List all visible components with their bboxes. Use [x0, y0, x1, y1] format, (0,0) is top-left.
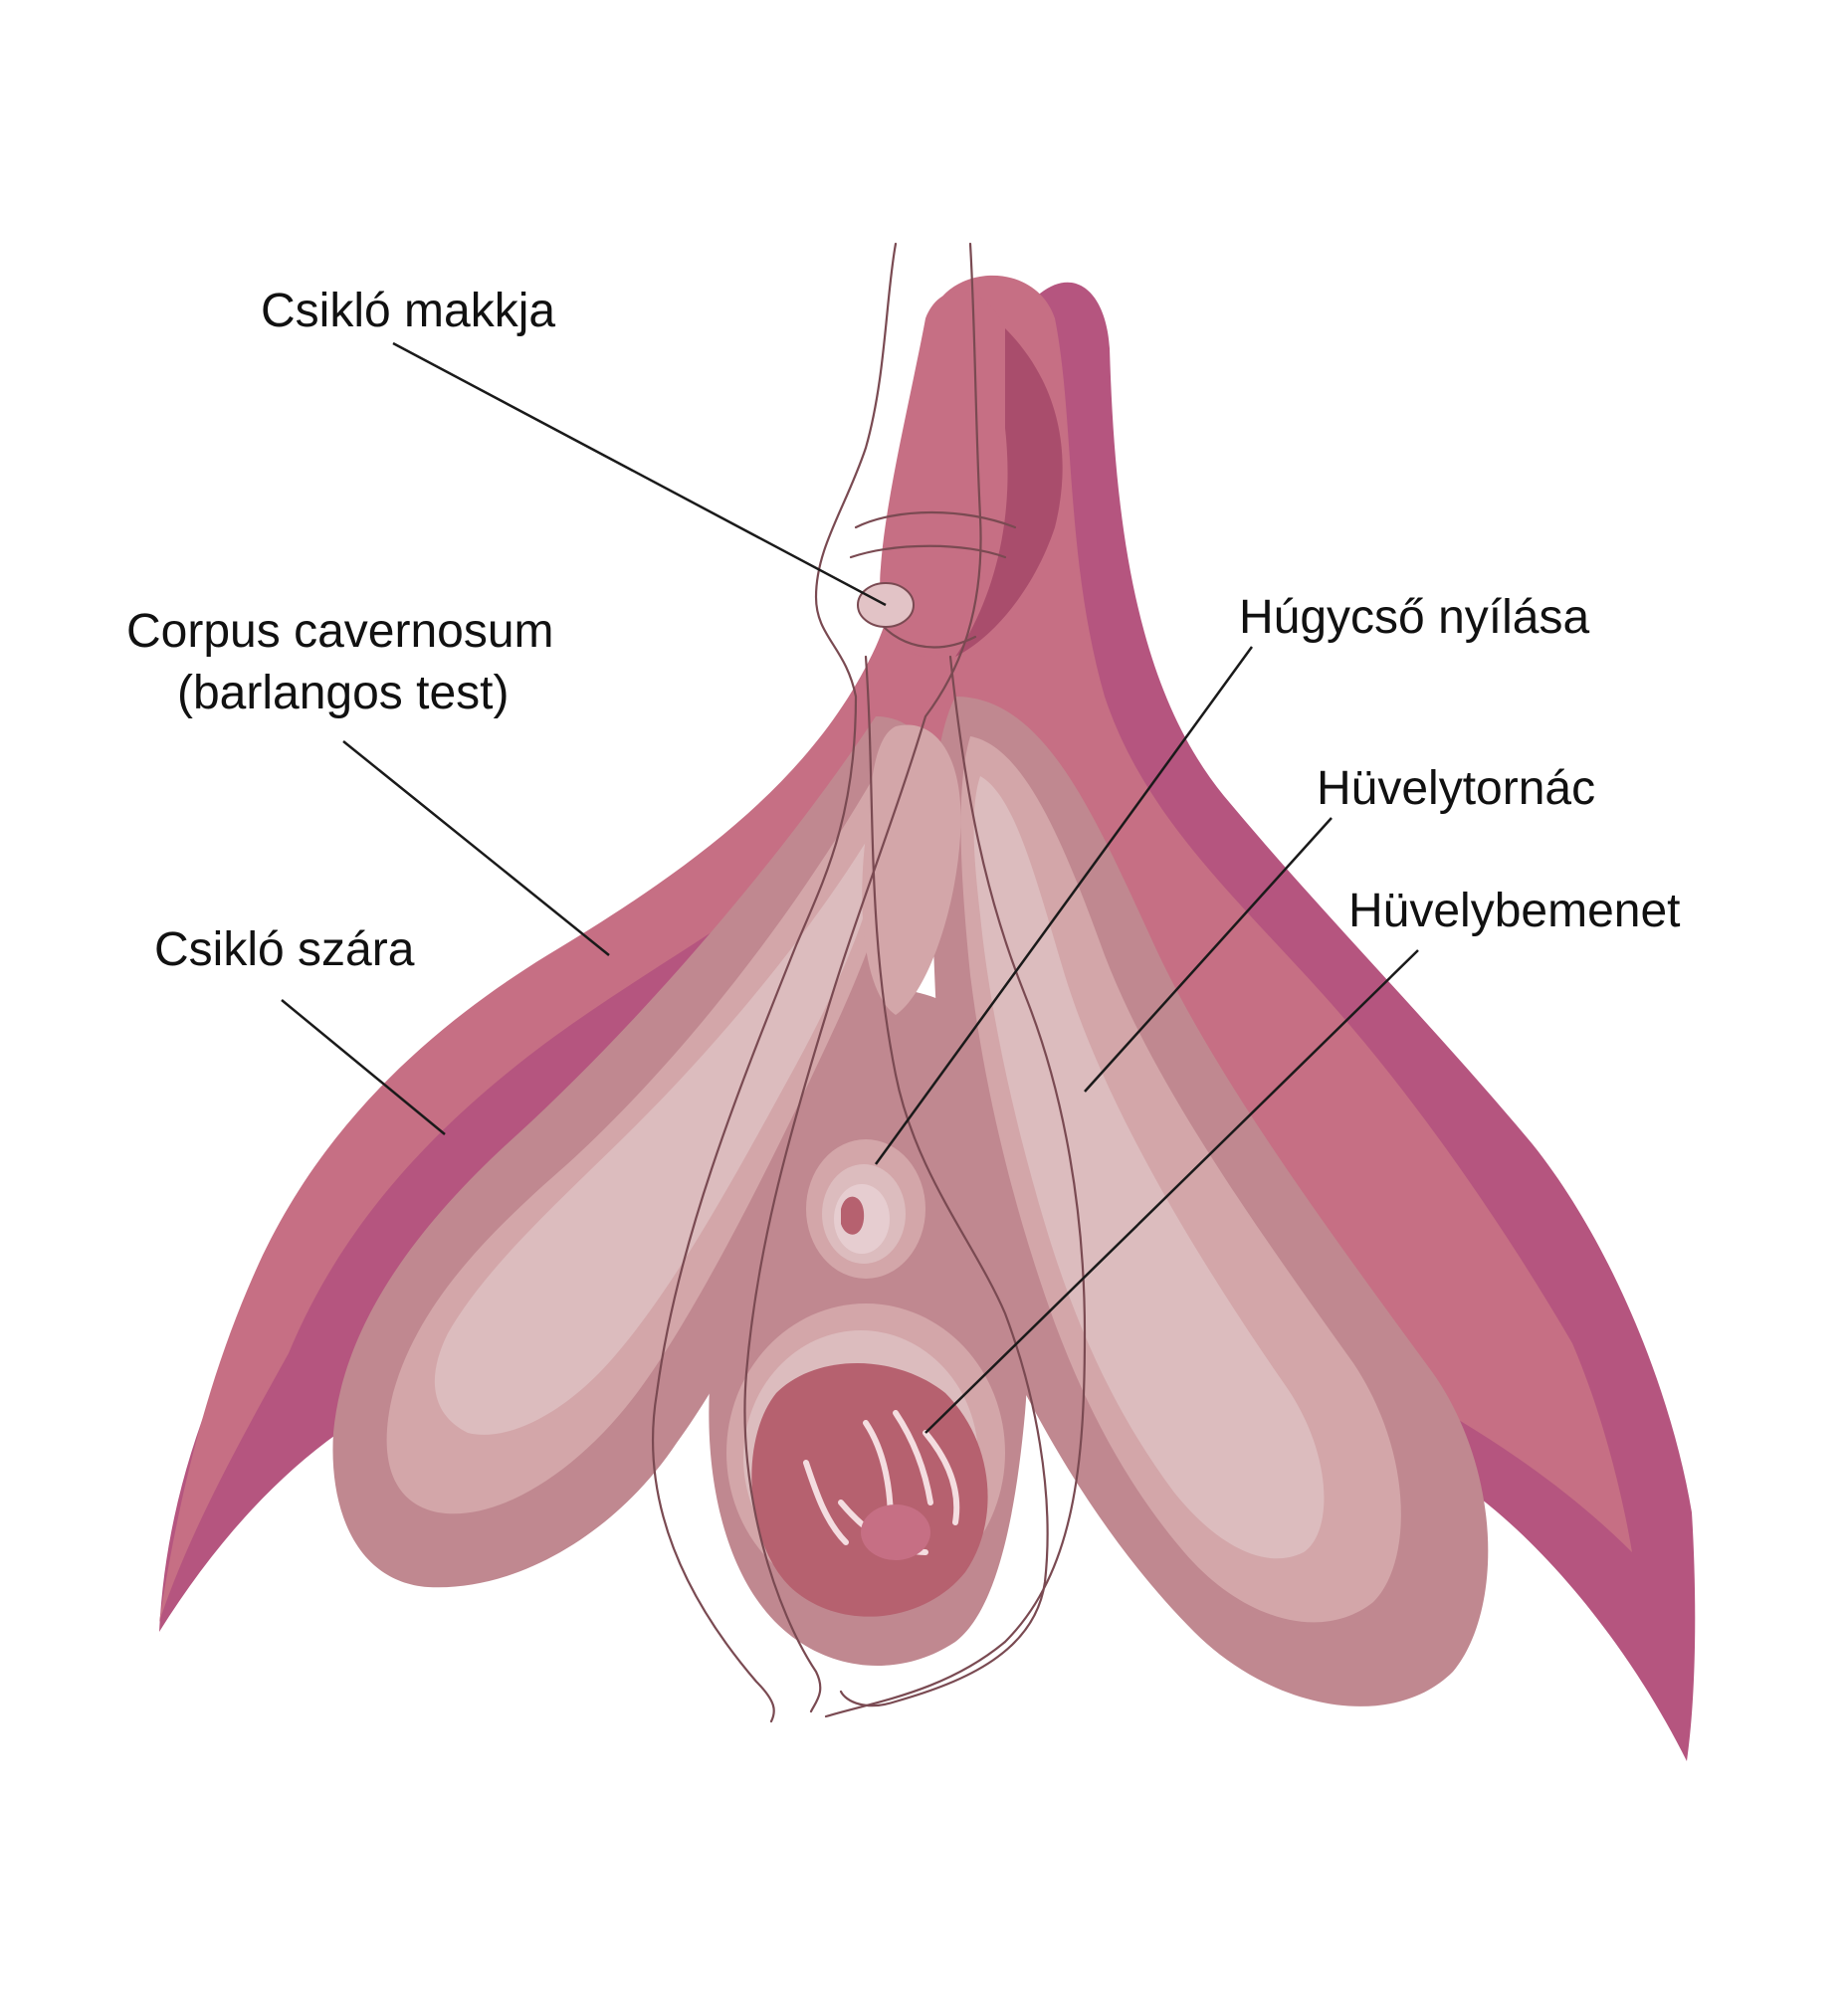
- leader-corpus: [342, 740, 610, 956]
- leader-lines: [281, 341, 1419, 1434]
- vestibular-bulb-right-core: [973, 776, 1325, 1559]
- label-glans: Csikló makkja: [261, 285, 555, 337]
- vaginal-fold: [893, 1410, 933, 1505]
- label-urethral-opening: Húgycső nyílása: [1239, 591, 1589, 644]
- label-crus: Csikló szára: [154, 923, 415, 976]
- label-corpus-line2: (barlangos test): [177, 667, 510, 719]
- leader-glans: [392, 341, 887, 607]
- label-corpus-line1: Corpus cavernosum: [126, 605, 554, 658]
- leader-crus: [281, 999, 446, 1135]
- vestibular-bulb-left-core: [434, 826, 880, 1435]
- label-vaginal-opening: Hüvelybemenet: [1348, 885, 1681, 937]
- vaginal-opening: [726, 1303, 1005, 1617]
- clitoral-glans-hood: [880, 291, 1020, 657]
- labia-minora-strip: [862, 724, 961, 1015]
- labels: Csikló makkja Corpus cavernosum (barlang…: [126, 285, 1681, 976]
- clitoris-illustration: [159, 242, 1696, 1761]
- leader-vaginal: [924, 949, 1419, 1434]
- clitoral-glans-shadow: [955, 328, 1063, 657]
- leader-vestibule: [1084, 817, 1333, 1093]
- labia-contours: [652, 242, 1087, 1723]
- urethral-opening: [806, 1139, 925, 1279]
- leader-urethral: [874, 646, 1254, 1165]
- label-vestibule: Hüvelytornác: [1317, 762, 1595, 815]
